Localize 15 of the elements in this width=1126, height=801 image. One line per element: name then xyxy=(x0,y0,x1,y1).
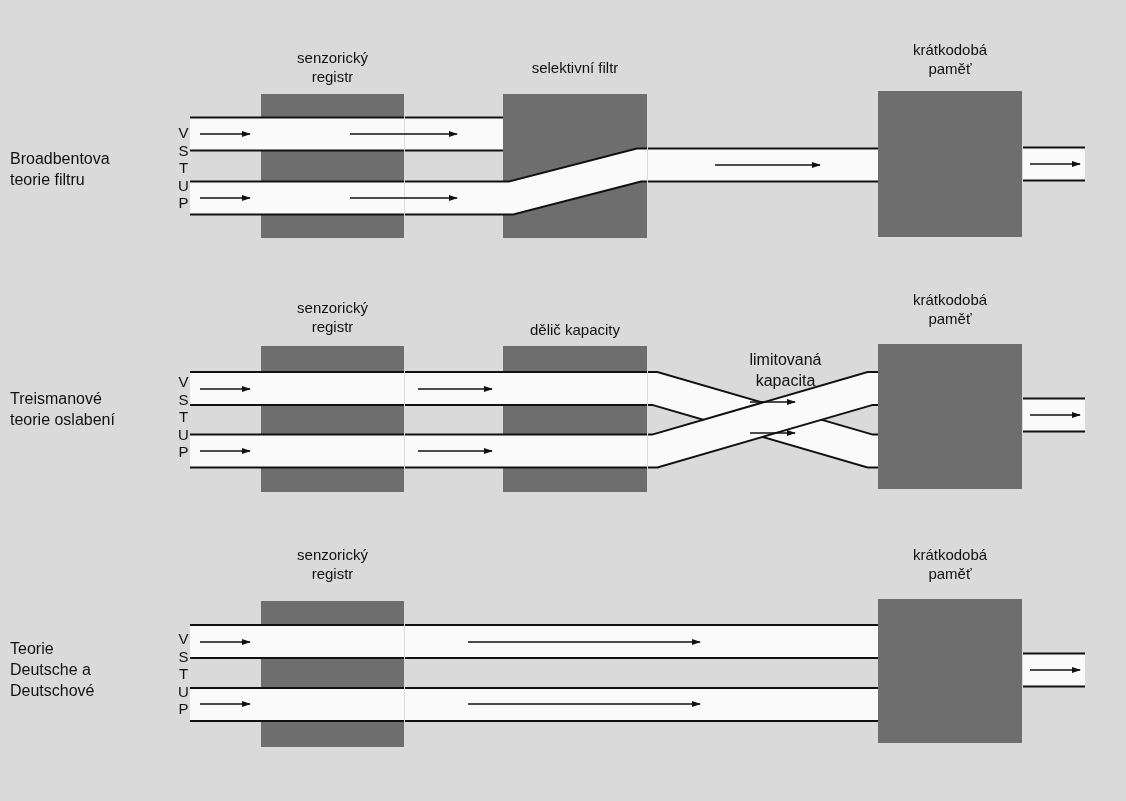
stage-heading: dělič kapacity xyxy=(528,320,621,339)
stage-heading: krátkodobá paměť xyxy=(911,545,989,583)
stage-heading: selektivní filtr xyxy=(530,58,620,77)
stage-heading: senzorický registr xyxy=(296,545,369,583)
row-title: Broadbentova teorie filtru xyxy=(10,149,111,190)
row-title: Teorie Deutsche a Deutschové xyxy=(10,639,96,701)
stage-heading: krátkodobá paměť xyxy=(911,290,989,328)
input-label: VSTUP xyxy=(176,124,191,212)
stage-heading: krátkodobá paměť xyxy=(911,40,989,78)
stage-heading: senzorický registr xyxy=(296,298,369,336)
row-title: Treismanové teorie oslabení xyxy=(10,389,116,430)
input-label: VSTUP xyxy=(176,373,191,461)
capacity-note: limitovaná kapacita xyxy=(748,350,823,391)
input-label: VSTUP xyxy=(176,630,191,718)
stage-heading: senzorický registr xyxy=(296,48,369,86)
